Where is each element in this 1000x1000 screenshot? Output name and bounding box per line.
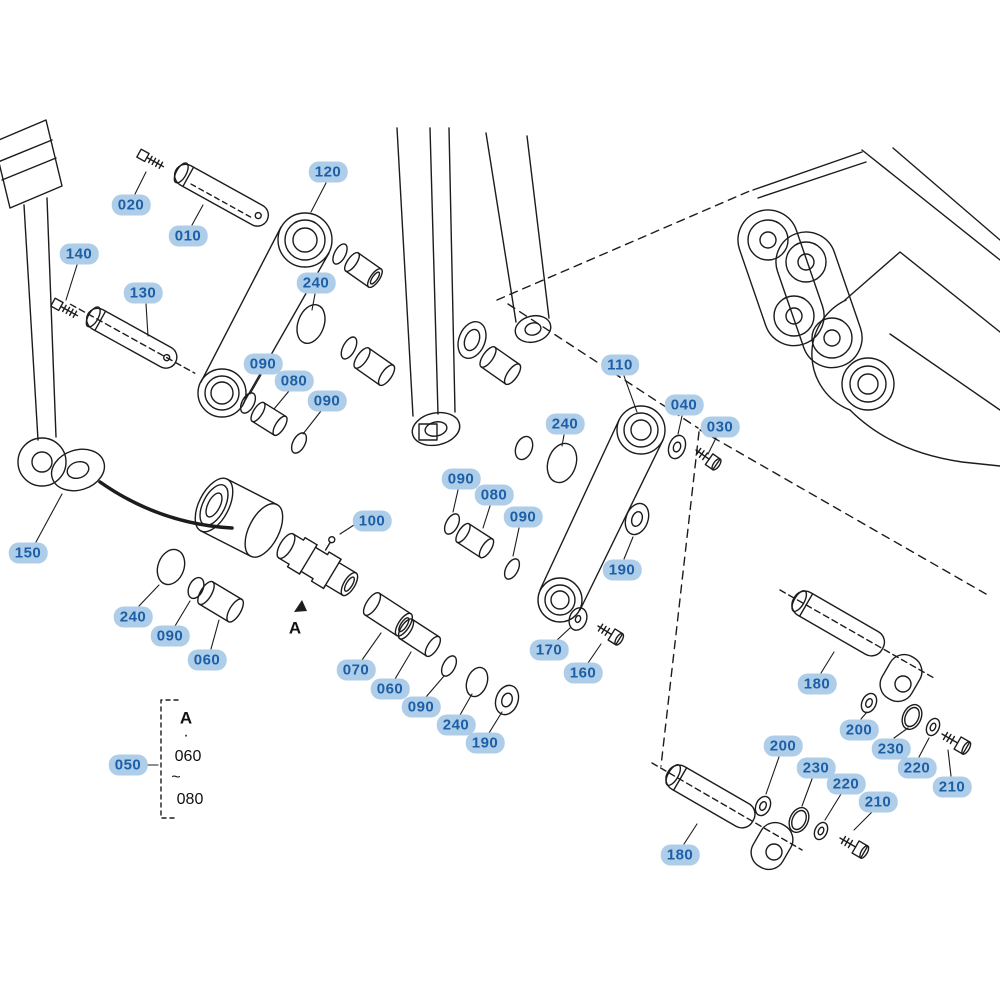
part-ref-090-b[interactable]: 090 — [307, 390, 347, 412]
bolt-140 — [50, 297, 79, 319]
section-marker-arrow — [294, 600, 307, 612]
bucket-links — [737, 209, 863, 369]
legend-range-start: 060 — [174, 748, 202, 765]
bushing-chain-lower-left — [156, 548, 245, 623]
pin-180-top-plate — [879, 653, 923, 703]
part-ref-210-b[interactable]: 210 — [858, 791, 898, 813]
bolt-160 — [597, 623, 625, 646]
part-ref-020[interactable]: 020 — [111, 194, 151, 216]
part-ref-160[interactable]: 160 — [563, 662, 603, 684]
part-ref-060-a[interactable]: 060 — [187, 649, 227, 671]
hydraulic-cylinder — [0, 119, 67, 487]
leader-lines — [35, 171, 952, 845]
part-ref-110[interactable]: 110 — [601, 354, 639, 376]
part-ref-200-b[interactable]: 200 — [763, 735, 803, 757]
part-ref-240-upper[interactable]: 240 — [296, 272, 336, 294]
bushing-chain-left — [239, 392, 308, 454]
legend-marker-a: A — [179, 708, 193, 728]
hardware-180-top — [860, 692, 972, 755]
o-ring-240-center — [546, 442, 578, 484]
part-ref-090-e[interactable]: 090 — [150, 625, 190, 647]
legend-range-end: 080 — [176, 791, 204, 808]
legend-separator: · — [183, 727, 189, 744]
part-ref-070[interactable]: 070 — [336, 659, 376, 681]
part-ref-090-c[interactable]: 090 — [441, 468, 481, 490]
pin-180-top — [791, 590, 886, 657]
washer-190-right — [624, 502, 650, 536]
part-ref-010[interactable]: 010 — [168, 225, 208, 247]
arm-bushings — [457, 321, 534, 461]
pin-180-bottom — [665, 764, 756, 829]
bushing-chain-center — [443, 513, 521, 580]
section-marker-a: A — [288, 618, 302, 638]
part-ref-170[interactable]: 170 — [529, 639, 569, 661]
part-ref-090-a[interactable]: 090 — [243, 353, 283, 375]
part-ref-080-a[interactable]: 080 — [274, 370, 314, 392]
part-ref-230-a[interactable]: 230 — [871, 738, 911, 760]
washer-040 — [667, 434, 687, 460]
part-ref-050[interactable]: 050 — [108, 754, 148, 776]
part-ref-140[interactable]: 140 — [59, 243, 99, 265]
part-ref-030[interactable]: 030 — [700, 416, 740, 438]
part-ref-130[interactable]: 130 — [123, 282, 163, 304]
part-ref-240-bottom[interactable]: 240 — [436, 714, 476, 736]
legend-range-symbol: ~ — [171, 769, 181, 786]
part-ref-180-top[interactable]: 180 — [797, 673, 837, 695]
part-ref-090-f[interactable]: 090 — [401, 696, 441, 718]
pin-130 — [69, 303, 196, 374]
part-ref-220-b[interactable]: 220 — [826, 773, 866, 795]
part-ref-190-a[interactable]: 190 — [602, 559, 642, 581]
part-ref-190-b[interactable]: 190 — [465, 732, 505, 754]
part-ref-120[interactable]: 120 — [308, 161, 348, 183]
bushing-chain-bottom — [362, 591, 520, 716]
part-ref-210-a[interactable]: 210 — [932, 776, 972, 798]
washer-170 — [568, 607, 588, 631]
part-ref-150[interactable]: 150 — [8, 542, 48, 564]
pin-180-bottom-plate — [750, 821, 794, 871]
part-ref-220-a[interactable]: 220 — [897, 757, 937, 779]
part-ref-240-left[interactable]: 240 — [113, 606, 153, 628]
part-ref-060-b[interactable]: 060 — [370, 678, 410, 700]
pin-010 — [173, 162, 270, 227]
washer-150 — [50, 448, 106, 492]
part-ref-240-center[interactable]: 240 — [545, 413, 585, 435]
bucket-bracket — [752, 147, 1000, 467]
o-ring-240-upper — [296, 303, 326, 345]
part-ref-180-bottom[interactable]: 180 — [660, 844, 700, 866]
upper-bushings — [332, 243, 396, 387]
part-ref-230-b[interactable]: 230 — [796, 757, 836, 779]
part-ref-200-a[interactable]: 200 — [839, 719, 879, 741]
part-ref-100[interactable]: 100 — [352, 510, 392, 532]
knuckle-100 — [276, 532, 359, 597]
hardware-180-bottom — [754, 795, 870, 859]
part-ref-040[interactable]: 040 — [664, 394, 704, 416]
bolt-020 — [136, 148, 165, 170]
pivot-housing — [194, 477, 284, 558]
boom-arm — [396, 127, 552, 447]
bolt-030 — [695, 447, 722, 471]
part-ref-080-b[interactable]: 080 — [474, 484, 514, 506]
pin-180-bottom-centerline — [651, 762, 803, 851]
group-bracket-050 — [160, 699, 179, 819]
part-ref-090-d[interactable]: 090 — [503, 506, 543, 528]
link-110 — [537, 405, 666, 623]
